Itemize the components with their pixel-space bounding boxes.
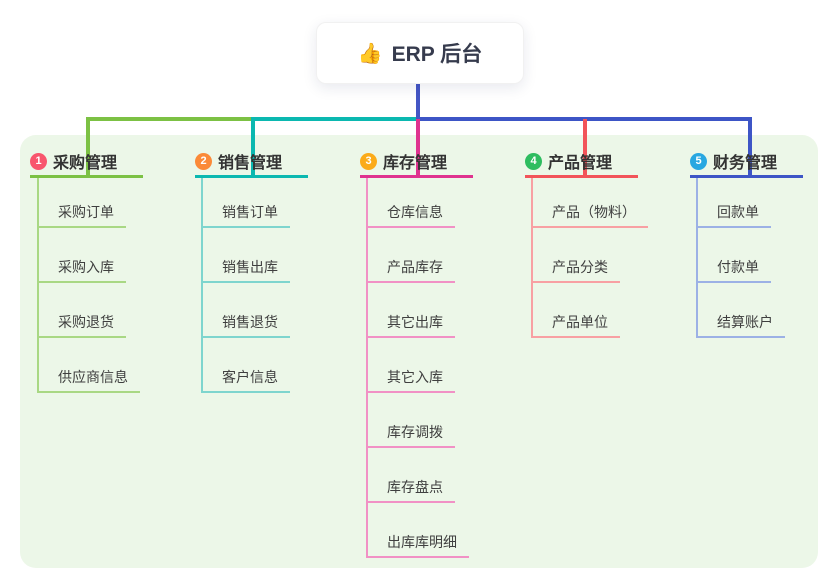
branch-number-badge: 5 <box>690 152 707 170</box>
child-node-label: 其它出库 <box>387 314 443 330</box>
child-node[interactable]: 其它出库 <box>367 308 455 338</box>
child-node[interactable]: 仓库信息 <box>367 198 455 228</box>
child-node[interactable]: 产品单位 <box>532 308 620 338</box>
branch-number-badge: 3 <box>360 152 377 170</box>
child-node[interactable]: 销售订单 <box>202 198 290 228</box>
branch-number-badge: 2 <box>195 152 212 170</box>
branch-title-5[interactable]: 5 财务管理 <box>690 147 803 178</box>
child-node[interactable]: 采购退货 <box>38 308 126 338</box>
root-node-label: ERP 后台 <box>391 43 483 66</box>
child-node-label: 供应商信息 <box>58 369 128 385</box>
child-node-label: 结算账户 <box>717 314 773 330</box>
child-node[interactable]: 结算账户 <box>697 308 785 338</box>
child-node[interactable]: 采购订单 <box>38 198 126 228</box>
child-node-label: 销售退货 <box>222 314 278 330</box>
child-node[interactable]: 供应商信息 <box>38 363 140 393</box>
branch-label: 库存管理 <box>383 155 448 172</box>
child-node-label: 产品分类 <box>552 259 608 275</box>
child-node-label: 库存盘点 <box>387 479 443 495</box>
branch-title-4[interactable]: 4 产品管理 <box>525 147 638 178</box>
branch-label: 采购管理 <box>53 155 118 172</box>
child-node-label: 库存调拨 <box>387 424 443 440</box>
child-node[interactable]: 采购入库 <box>38 253 126 283</box>
child-node-label: 产品（物料） <box>552 204 636 220</box>
child-node-label: 仓库信息 <box>387 204 443 220</box>
child-node-label: 采购退货 <box>58 314 114 330</box>
thumbs-up-icon: 👍 <box>357 42 383 65</box>
child-node[interactable]: 其它入库 <box>367 363 455 393</box>
branch-number-badge: 4 <box>525 152 542 170</box>
child-node[interactable]: 库存调拨 <box>367 418 455 448</box>
branch-label: 产品管理 <box>548 155 613 172</box>
child-node[interactable]: 销售出库 <box>202 253 290 283</box>
child-node-label: 回款单 <box>717 204 759 220</box>
child-node[interactable]: 客户信息 <box>202 363 290 393</box>
child-node[interactable]: 产品库存 <box>367 253 455 283</box>
child-node-label: 采购入库 <box>58 259 114 275</box>
branch-title-2[interactable]: 2 销售管理 <box>195 147 308 178</box>
child-node-label: 其它入库 <box>387 369 443 385</box>
child-node-label: 产品单位 <box>552 314 608 330</box>
child-node[interactable]: 库存盘点 <box>367 473 455 503</box>
mindmap-panel <box>20 135 818 568</box>
root-node[interactable]: 👍 ERP 后台 <box>316 22 524 84</box>
child-node-label: 出库库明细 <box>387 534 457 550</box>
child-node-label: 销售出库 <box>222 259 278 275</box>
branch-title-3[interactable]: 3 库存管理 <box>360 147 473 178</box>
child-node-label: 客户信息 <box>222 369 278 385</box>
child-node-label: 采购订单 <box>58 204 114 220</box>
child-node[interactable]: 出库库明细 <box>367 528 469 558</box>
branch-label: 销售管理 <box>218 155 283 172</box>
child-node-label: 产品库存 <box>387 259 443 275</box>
branch-label: 财务管理 <box>713 155 778 172</box>
child-node[interactable]: 回款单 <box>697 198 771 228</box>
child-node[interactable]: 销售退货 <box>202 308 290 338</box>
child-node[interactable]: 产品（物料） <box>532 198 648 228</box>
child-node-label: 销售订单 <box>222 204 278 220</box>
branch-number-badge: 1 <box>30 152 47 170</box>
branch-title-1[interactable]: 1 采购管理 <box>30 147 143 178</box>
child-node-label: 付款单 <box>717 259 759 275</box>
child-node[interactable]: 付款单 <box>697 253 771 283</box>
child-node[interactable]: 产品分类 <box>532 253 620 283</box>
